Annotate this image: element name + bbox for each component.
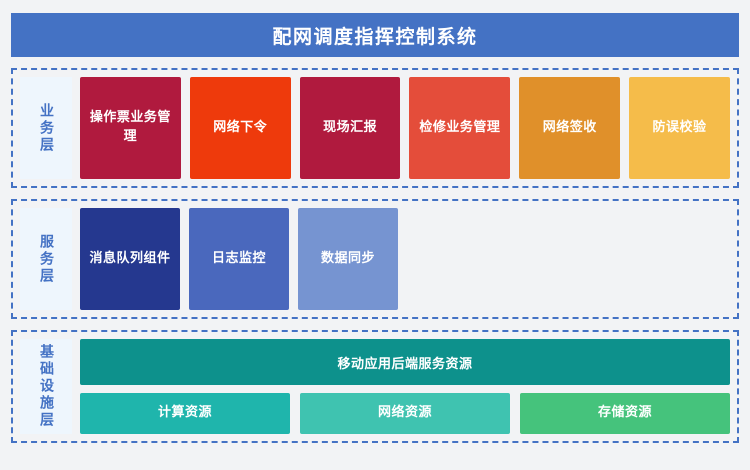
card-infrastructure-2[interactable]: 存储资源	[520, 393, 730, 434]
page-title: 配网调度指挥控制系统	[272, 25, 478, 48]
card-service-1[interactable]: 日志监控	[189, 208, 289, 310]
layer-business-cards: 操作票业务管理 网络下令 现场汇报 检修业务管理 网络签收 防误校验	[80, 77, 730, 179]
card-service-0[interactable]: 消息队列组件	[80, 208, 180, 310]
card-infrastructure-wide[interactable]: 移动应用后端服务资源	[80, 339, 730, 385]
layer-label-service: 服务层	[20, 208, 72, 310]
layer-label-business: 业务层	[20, 77, 72, 179]
card-business-0[interactable]: 操作票业务管理	[80, 77, 181, 179]
infrastructure-resource-row: 计算资源 网络资源 存储资源	[80, 393, 730, 434]
card-service-2[interactable]: 数据同步	[298, 208, 398, 310]
card-business-1[interactable]: 网络下令	[189, 77, 291, 179]
layer-infrastructure: 基础设施层 移动应用后端服务资源 计算资源 网络资源 存储资源	[11, 330, 739, 443]
layer-label-service-text: 服务层	[38, 233, 54, 285]
layer-service-cards: 消息队列组件 日志监控 数据同步	[80, 208, 730, 310]
card-business-4[interactable]: 网络签收	[519, 77, 621, 179]
card-business-2[interactable]: 现场汇报	[299, 77, 401, 179]
layer-infrastructure-cards: 移动应用后端服务资源 计算资源 网络资源 存储资源	[80, 339, 730, 434]
layer-label-business-text: 业务层	[38, 102, 54, 154]
card-infrastructure-1[interactable]: 网络资源	[300, 393, 510, 434]
card-business-3[interactable]: 检修业务管理	[409, 77, 511, 179]
card-business-5[interactable]: 防误校验	[629, 77, 730, 179]
card-infrastructure-0[interactable]: 计算资源	[80, 393, 290, 434]
layer-business: 业务层 操作票业务管理 网络下令 现场汇报 检修业务管理 网络签收 防误校验	[11, 68, 739, 188]
layer-label-infrastructure-text: 基础设施层	[38, 344, 54, 429]
layer-label-infrastructure: 基础设施层	[20, 339, 72, 434]
layer-service: 服务层 消息队列组件 日志监控 数据同步	[11, 199, 739, 319]
system-title-bar: 配网调度指挥控制系统	[11, 13, 739, 57]
